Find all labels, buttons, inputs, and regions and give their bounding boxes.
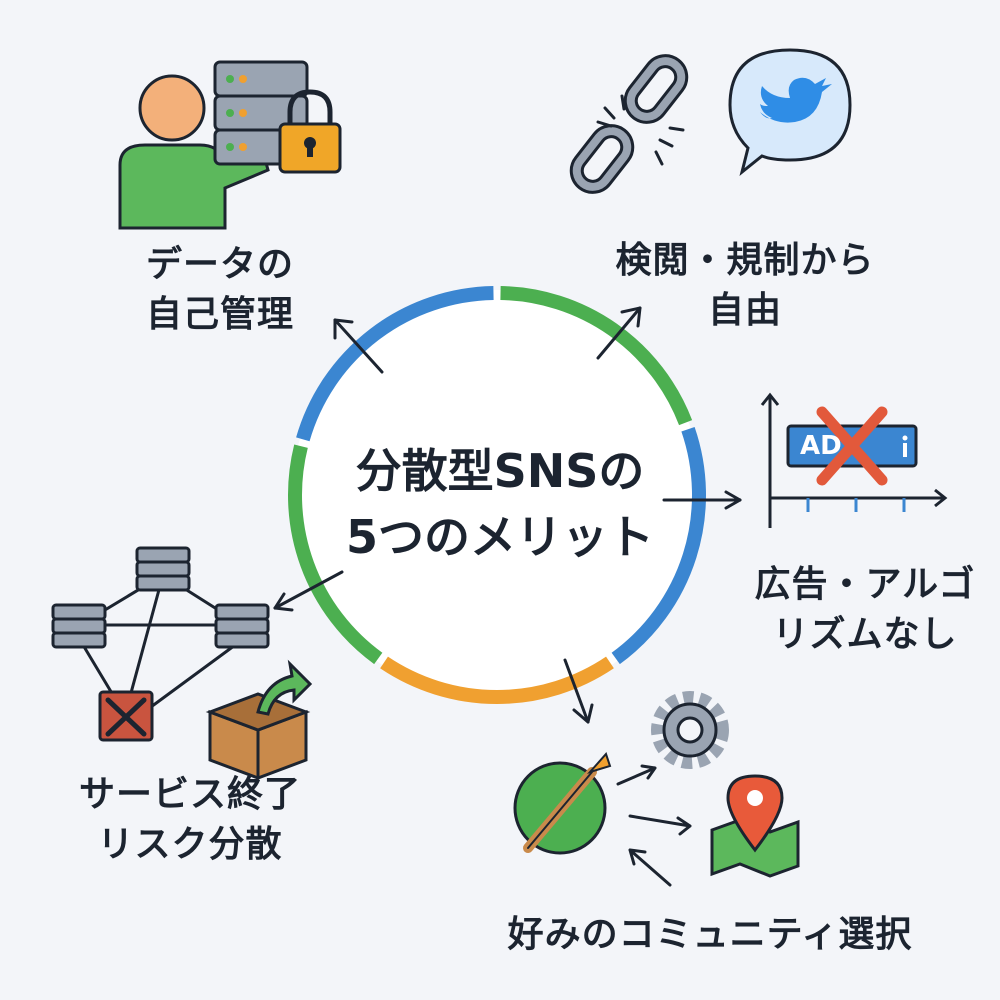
box-icon <box>205 659 313 780</box>
twitter-bird-bubble-icon <box>728 48 852 176</box>
data-management-icons <box>118 60 342 230</box>
arrows <box>273 306 742 724</box>
broken-chain-icon <box>569 54 689 194</box>
gear-icon <box>651 691 729 769</box>
ring-segment-green-top <box>500 286 693 426</box>
center-circle <box>292 290 702 700</box>
ring-segment-blue-right <box>611 426 706 665</box>
person-icon <box>118 74 270 230</box>
community-arrows <box>616 764 692 887</box>
arrowhead-risk <box>273 592 294 612</box>
arrow-to-community <box>563 658 590 724</box>
community-icons <box>513 691 800 887</box>
padlock-icon <box>278 89 342 174</box>
ad-crossed-chart-icon <box>760 392 948 528</box>
center-ring <box>288 286 706 704</box>
label-risk-distribution: サービス終了 リスク分散 <box>78 774 301 865</box>
center-title: 分散型SNSの 5つのメリット <box>345 444 654 564</box>
server-icon <box>213 60 309 166</box>
risk-distribution-icons <box>51 546 313 780</box>
arrow-to-risk <box>273 570 344 610</box>
network-links <box>78 573 243 717</box>
failed-server-icon <box>98 690 154 742</box>
ad-badge-text: AD <box>800 431 842 461</box>
arrowhead-data <box>333 318 354 340</box>
server-network-icon <box>51 546 270 649</box>
arrow-to-censorship <box>596 306 642 360</box>
label-community-choice: 好みのコミュニティ選択 <box>507 914 913 955</box>
arrowhead-censorship <box>620 306 642 328</box>
ring-segment-orange-bottom <box>380 656 614 704</box>
map-pin-icon <box>710 774 800 878</box>
label-no-ads-algorithm: 広告・アルゴ リズムなし <box>754 564 976 655</box>
arrowhead-no-ads <box>724 490 742 510</box>
paintbrush-globe-icon <box>513 752 612 855</box>
label-data-management: データの 自己管理 <box>145 244 294 335</box>
arrowhead-community <box>572 703 594 724</box>
label-censorship-free: 検閲・規制から 自由 <box>615 240 875 331</box>
ring-segment-blue-top-left <box>296 286 494 442</box>
censorship-icons <box>569 48 852 194</box>
ring-segment-green-left <box>288 444 383 665</box>
arrow-to-data-management <box>333 318 384 374</box>
